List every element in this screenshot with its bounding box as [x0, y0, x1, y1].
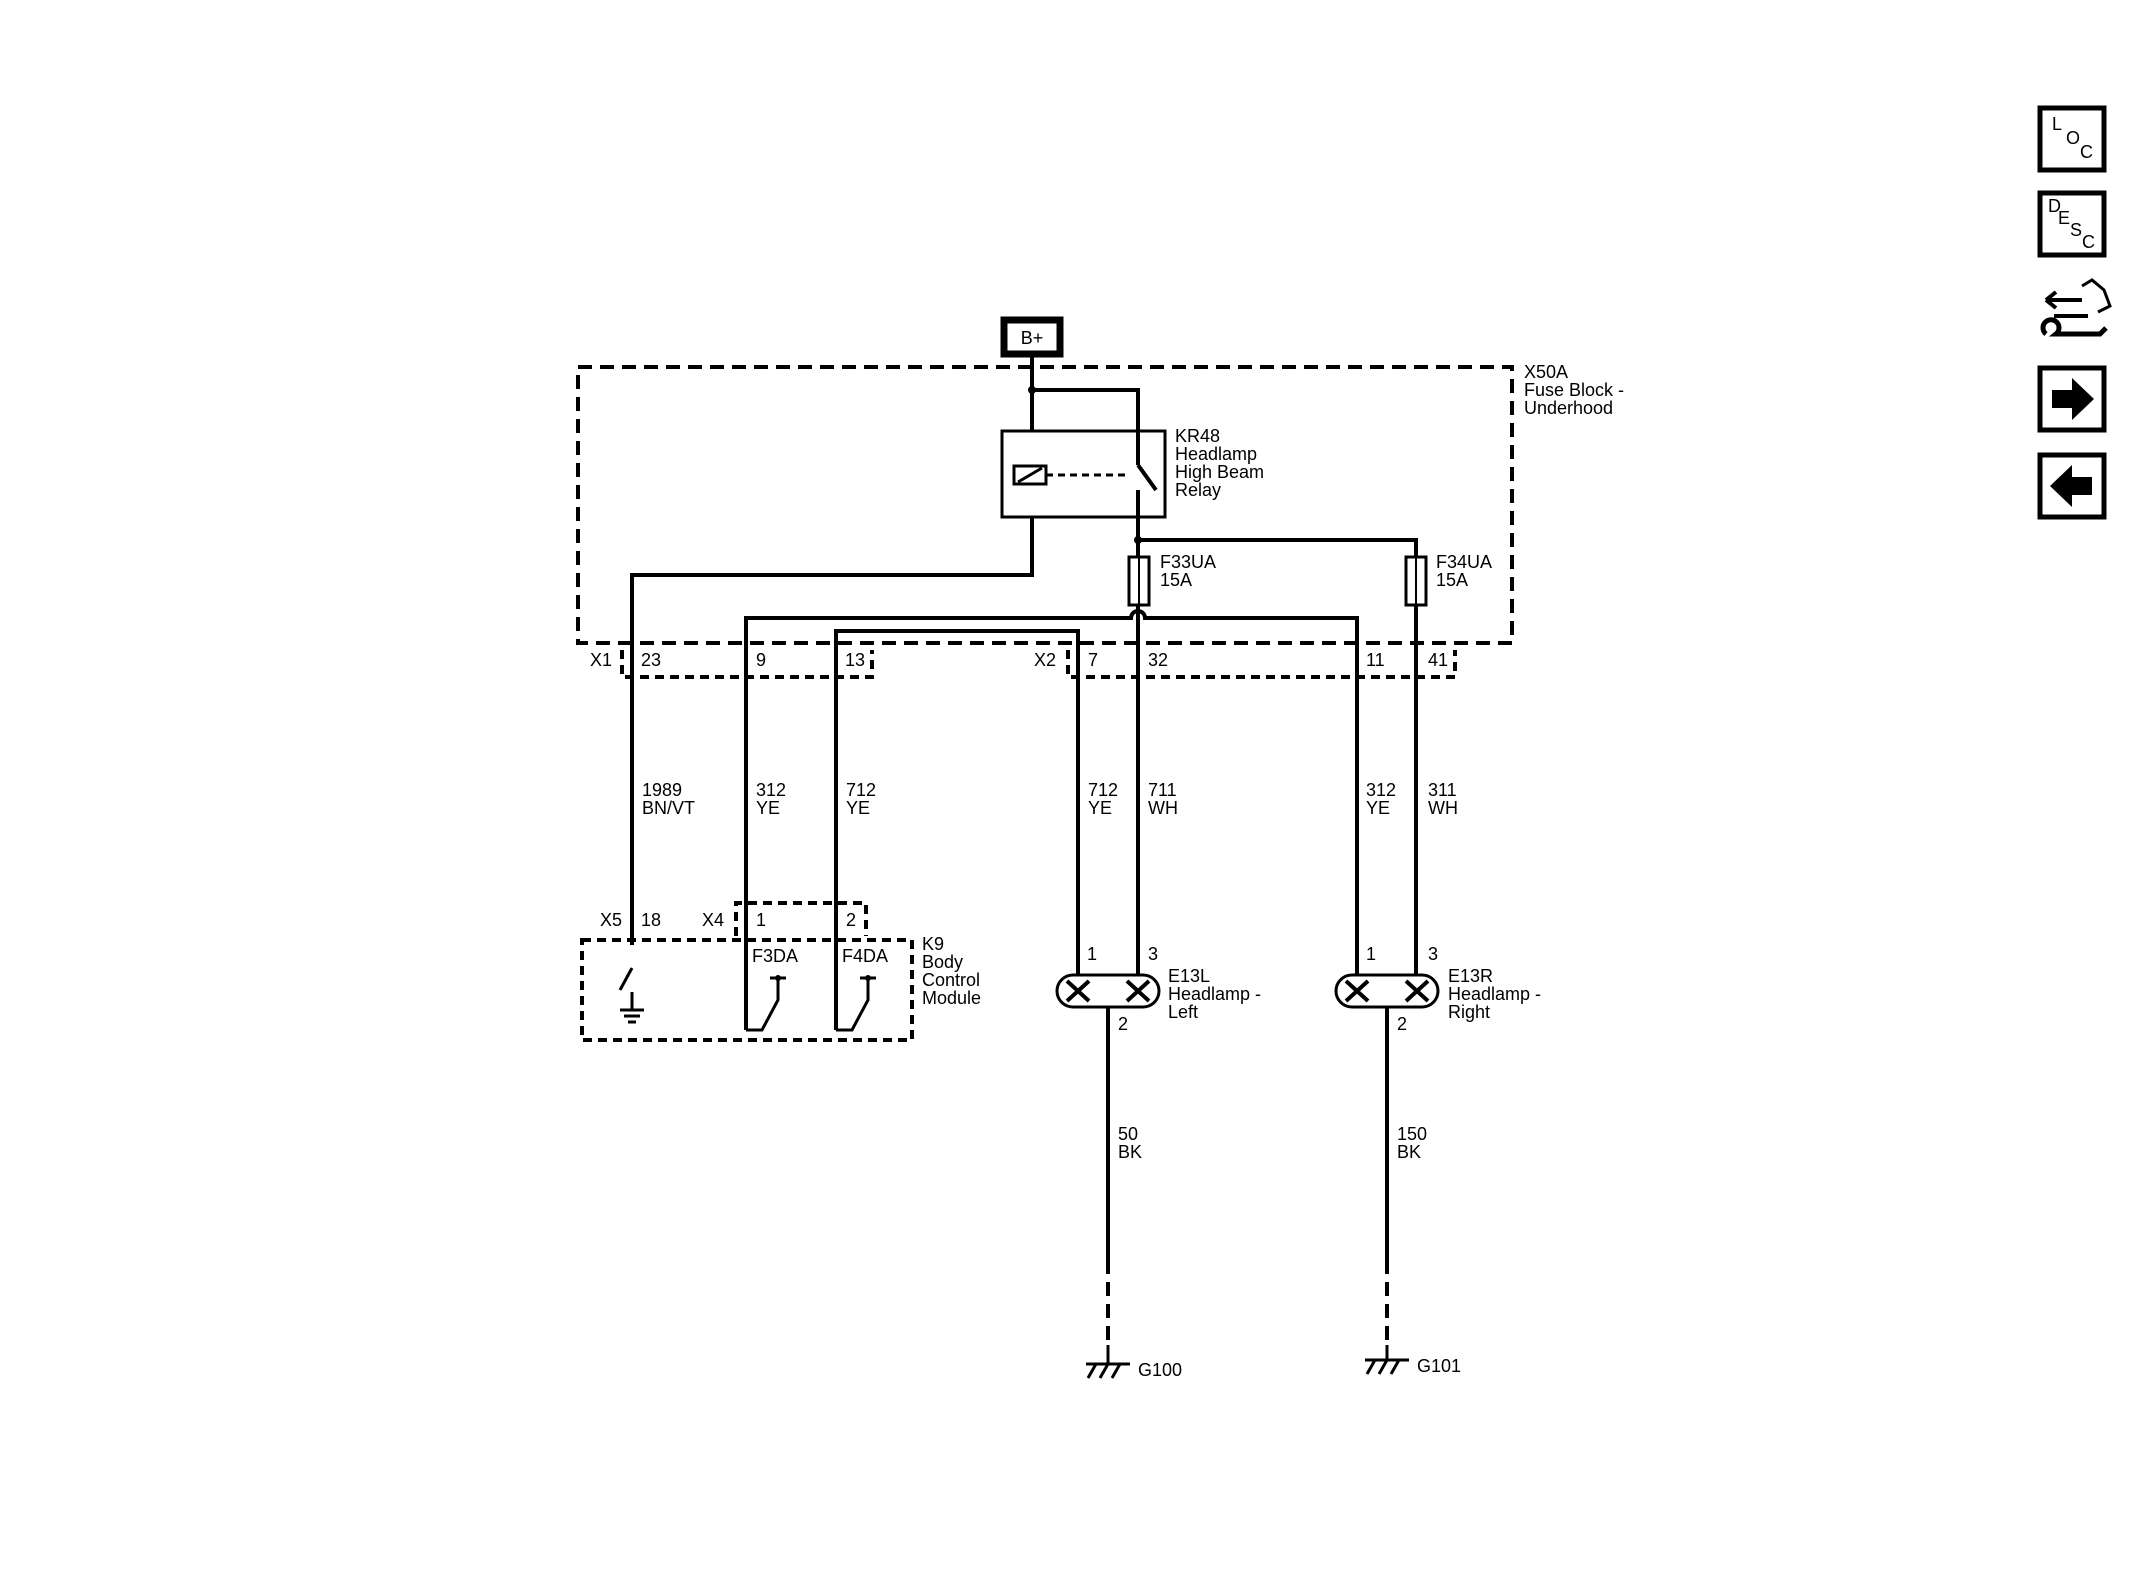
loc-letter-l: L: [2052, 114, 2062, 134]
wire-312a-circuit: 312: [756, 780, 786, 800]
location-button[interactable]: L O C: [2037, 105, 2107, 173]
power-wiring: [630, 354, 1418, 1030]
connector-x1-outline: [620, 650, 874, 679]
bcm-name-2: Control: [922, 970, 980, 990]
bcm-id: K9: [922, 934, 944, 954]
relay-kr48: [1000, 429, 1167, 519]
battery-supply: B+: [1000, 316, 1064, 358]
headlamp-left: [1055, 973, 1161, 1345]
wire-711-circuit: 711: [1148, 780, 1177, 800]
wire-712a-circuit: 712: [846, 780, 876, 800]
ground-g101-icon: [1365, 1345, 1409, 1375]
x1-pin-13: 13: [845, 650, 865, 670]
previous-page-button[interactable]: [2037, 452, 2107, 520]
lamp-left-pin-3: 3: [1148, 944, 1158, 964]
fuse-f34ua-rating: 15A: [1436, 570, 1468, 590]
wire-711-color: WH: [1148, 798, 1178, 818]
connector-wrench-icon[interactable]: [2040, 278, 2112, 337]
fuse-f33ua-id: F33UA: [1160, 552, 1216, 572]
lamp-left-name-2: Left: [1168, 1002, 1198, 1022]
wire-311-circuit: 311: [1428, 780, 1457, 800]
connector-x2-outline: [1066, 650, 1457, 679]
wire-311-color: WH: [1428, 798, 1458, 818]
x2-pin-7: 7: [1088, 650, 1098, 670]
wire-50-color: BK: [1118, 1142, 1142, 1162]
fuse-block-id: X50A: [1524, 362, 1568, 382]
wire-1989-circuit: 1989: [642, 780, 682, 800]
arrow-right-icon: [2052, 378, 2094, 420]
lamp-right-id: E13R: [1448, 966, 1493, 986]
bcm-driver-f4da: [836, 975, 876, 1032]
wire-1989-color: BN/VT: [642, 798, 695, 818]
relay-name-3: Relay: [1175, 480, 1221, 500]
fuse-f34ua: [1404, 555, 1428, 607]
x4-pin-1: 1: [756, 910, 766, 930]
wire-712b-circuit: 712: [1088, 780, 1118, 800]
x4-pin-2: 2: [846, 910, 856, 930]
desc-letter-e: E: [2058, 208, 2070, 228]
wire-312b-color: YE: [1366, 798, 1390, 818]
lamp-right-pin-2: 2: [1397, 1014, 1407, 1034]
desc-letter-c: C: [2082, 232, 2095, 252]
loc-letter-c: C: [2080, 142, 2093, 162]
desc-letter-s: S: [2070, 220, 2082, 240]
driver-f3da-label: F3DA: [752, 946, 798, 966]
driver-f4da-label: F4DA: [842, 946, 888, 966]
ground-g100-label: G100: [1138, 1360, 1182, 1380]
lamp-left-name-1: Headlamp -: [1168, 984, 1261, 1004]
fuse-f34ua-id: F34UA: [1436, 552, 1492, 572]
wire-312b-circuit: 312: [1366, 780, 1396, 800]
lamp-left-id: E13L: [1168, 966, 1210, 986]
bcm-ground-switch: [618, 967, 644, 1024]
ground-g101-label: G101: [1417, 1356, 1461, 1376]
lamp-left-pin-1: 1: [1087, 944, 1097, 964]
connector-x1-id: X1: [590, 650, 612, 670]
x2-pin-41: 41: [1428, 650, 1448, 670]
x2-pin-32: 32: [1148, 650, 1168, 670]
lamp-right-name-1: Headlamp -: [1448, 984, 1541, 1004]
relay-name-1: Headlamp: [1175, 444, 1257, 464]
arrow-left-icon: [2050, 465, 2092, 507]
headlamp-right: [1334, 973, 1440, 1345]
x5-pin-18: 18: [641, 910, 661, 930]
fuse-f33ua-rating: 15A: [1160, 570, 1192, 590]
wire-150-color: BK: [1397, 1142, 1421, 1162]
x2-pin-11: 11: [1366, 650, 1385, 670]
ground-g100-icon: [1086, 1345, 1130, 1379]
wire-50-circuit: 50: [1118, 1124, 1138, 1144]
battery-supply-label: B+: [1021, 328, 1044, 348]
connector-x5-id: X5: [600, 910, 622, 930]
fuse-f33ua: [1127, 555, 1151, 607]
wire-312a-color: YE: [756, 798, 780, 818]
relay-id: KR48: [1175, 426, 1220, 446]
lamp-right-name-2: Right: [1448, 1002, 1490, 1022]
x1-pin-9: 9: [756, 650, 766, 670]
desc-letter-d: D: [2048, 196, 2061, 216]
connector-x2-id: X2: [1034, 650, 1056, 670]
wire-712b-color: YE: [1088, 798, 1112, 818]
fuse-block-boundary: [576, 365, 1514, 645]
relay-name-2: High Beam: [1175, 462, 1264, 482]
bcm-driver-f3da: [746, 975, 786, 1032]
lamp-left-pin-2: 2: [1118, 1014, 1128, 1034]
wire-150-circuit: 150: [1397, 1124, 1427, 1144]
lamp-right-pin-3: 3: [1428, 944, 1438, 964]
bcm-boundary: [580, 938, 914, 1042]
bcm-name-3: Module: [922, 988, 981, 1008]
bcm-name-1: Body: [922, 952, 963, 972]
connector-x4-id: X4: [702, 910, 724, 930]
description-button[interactable]: D E S C: [2037, 190, 2107, 258]
loc-letter-o: O: [2066, 128, 2080, 148]
connector-x4-outline: [734, 901, 868, 936]
next-page-button[interactable]: [2037, 365, 2107, 433]
x1-pin-23: 23: [641, 650, 661, 670]
fuse-block-name-1: Fuse Block -: [1524, 380, 1624, 400]
fuse-block-name-2: Underhood: [1524, 398, 1613, 418]
lamp-right-pin-1: 1: [1366, 944, 1376, 964]
wire-712a-color: YE: [846, 798, 870, 818]
